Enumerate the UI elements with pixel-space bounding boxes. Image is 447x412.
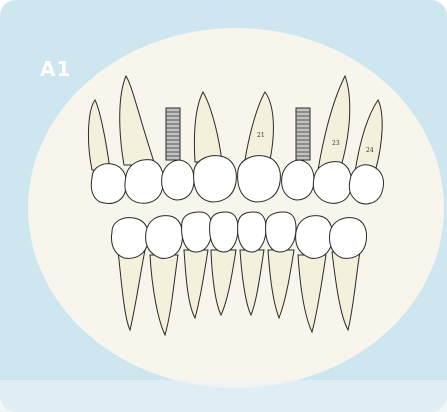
lower-crown-6: [266, 212, 296, 252]
lower-crown-3: [182, 212, 212, 252]
tooth-label-24: 24: [366, 147, 374, 154]
bottom-fade: [0, 380, 447, 412]
background-circle: [28, 28, 444, 388]
upper-crown-1: [91, 164, 126, 204]
lower-crown-8: [330, 218, 367, 259]
implant-right: [296, 108, 310, 160]
lower-crown-7: [296, 216, 333, 259]
lower-crown-2: [146, 216, 183, 259]
upper-crown-7: [313, 162, 351, 204]
lower-crown-4: [210, 212, 238, 252]
lower-crown-5: [238, 212, 266, 252]
implant-left: [166, 108, 180, 160]
upper-crown-6: [282, 160, 314, 200]
panel-badge: A1: [40, 57, 71, 81]
lower-crown-1: [112, 218, 149, 259]
upper-crown-5: [238, 156, 281, 202]
tooth-label-23: 23: [332, 140, 340, 147]
upper-crown-4: [194, 156, 237, 202]
upper-crown-2: [125, 160, 164, 204]
tooth-label-21: 21: [257, 132, 265, 139]
upper-crown-3: [162, 160, 194, 200]
upper-crown-8: [349, 165, 383, 204]
